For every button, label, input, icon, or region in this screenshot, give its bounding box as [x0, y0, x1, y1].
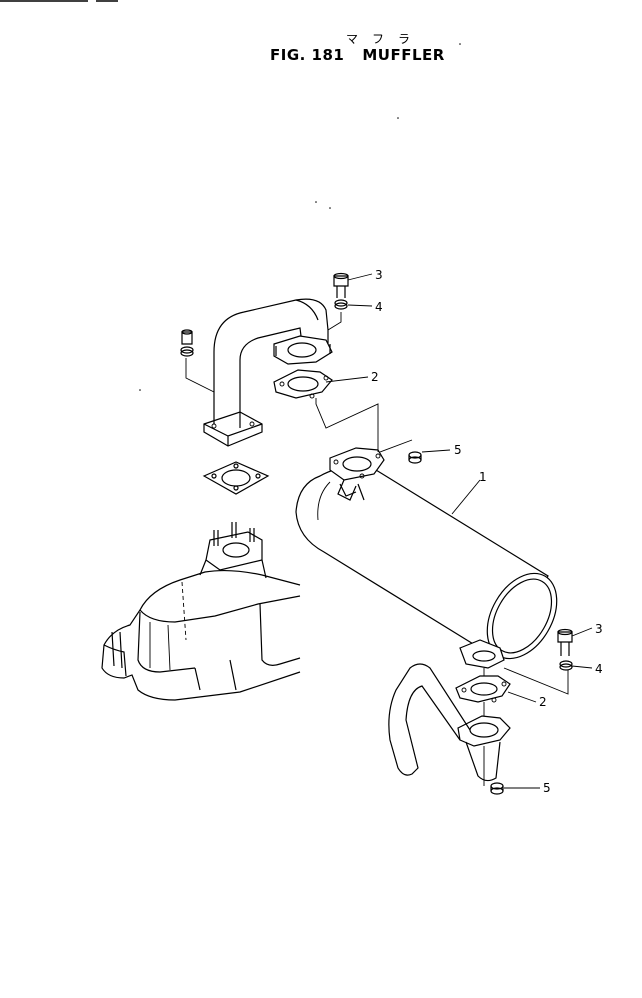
- upper-nut: [408, 451, 422, 464]
- figure-name: MUFFLER: [362, 46, 445, 64]
- callout-washer-lower: 4: [595, 662, 603, 676]
- callout-washer-upper: 4: [375, 300, 383, 314]
- exhaust-manifold: [101, 522, 301, 701]
- upper-exhaust-pipe: [203, 298, 333, 447]
- lower-bolt-washer: [557, 628, 573, 671]
- assembly-lines: [315, 312, 569, 786]
- lower-tail-pipe: [388, 663, 511, 782]
- callout-gasket-upper: 2: [371, 370, 379, 384]
- callout-leaders: [325, 273, 593, 789]
- callout-bolt-lower: 3: [595, 622, 603, 636]
- muffler-body: [295, 447, 558, 669]
- lower-gasket: [455, 675, 511, 703]
- scan-specks: [139, 43, 461, 391]
- callout-gasket-lower: 2: [539, 695, 547, 709]
- callout-nut-upper: 5: [454, 443, 462, 457]
- upper-gasket: [273, 369, 333, 399]
- figure-title: FIG. 181 MUFFLER: [270, 46, 463, 64]
- upper-bolt-washer: [333, 272, 349, 310]
- callout-muffler: 1: [479, 470, 487, 484]
- left-stud-nut: [180, 329, 215, 393]
- figure-title-kana: マフラ: [346, 32, 425, 46]
- lower-nut: [490, 782, 504, 795]
- figure-number: FIG. 181: [270, 46, 345, 64]
- manifold-gasket: [202, 461, 270, 495]
- corner-mark: [0, 0, 118, 2]
- callout-bolt-upper: 3: [375, 268, 383, 282]
- callout-nut-lower: 5: [543, 781, 551, 795]
